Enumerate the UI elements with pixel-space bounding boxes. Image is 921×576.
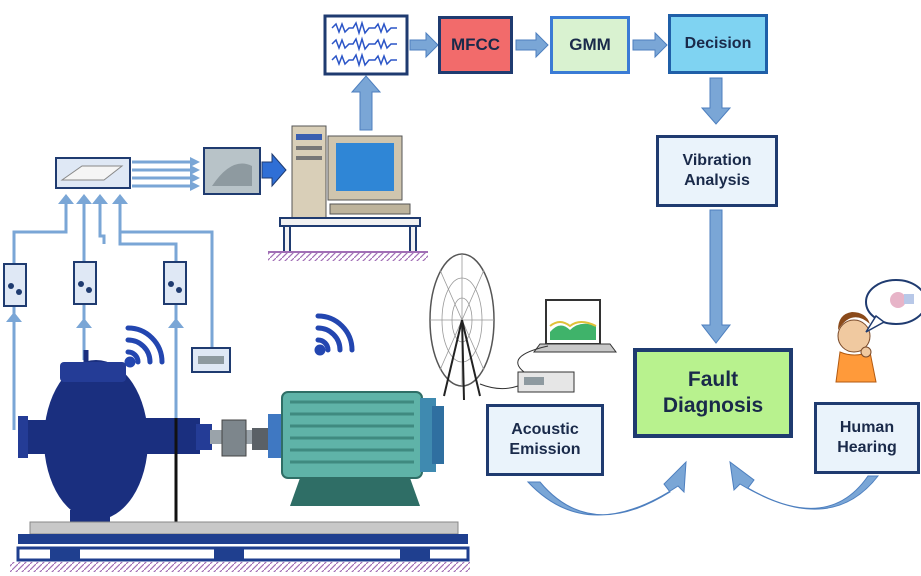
human-hearing-block: Human Hearing — [814, 402, 920, 474]
decision-block: Decision — [668, 14, 768, 74]
fault-diagnosis-block: Fault Diagnosis — [633, 348, 793, 438]
vibration-label-line1: Vibration — [682, 152, 752, 169]
human-label-line2: Hearing — [837, 439, 897, 456]
acoustic-label-line2: Emission — [509, 441, 581, 458]
vibration-analysis-block: Vibration Analysis — [656, 135, 778, 207]
acoustic-label-line1: Acoustic — [511, 421, 579, 438]
signal-conditioners — [3, 261, 231, 373]
curved-arrows — [526, 460, 880, 516]
decision-label: Decision — [684, 35, 752, 52]
machine-base — [10, 521, 470, 572]
acoustic-emission-block: Acoustic Emission — [486, 404, 604, 476]
wireless-signal-icon — [124, 325, 165, 368]
computer-workstation — [268, 125, 428, 261]
data-acquisition-unit — [55, 147, 287, 195]
waveform-signal-display — [323, 14, 409, 76]
listening-person-illustration — [835, 279, 921, 383]
sensor-arrowheads — [6, 194, 184, 328]
laptop-analyzer — [479, 299, 617, 393]
human-label-line1: Human — [839, 419, 895, 436]
gmm-label: GMM — [569, 35, 611, 55]
gmm-block: GMM — [550, 16, 630, 74]
vibration-label-line2: Analysis — [684, 172, 750, 189]
centrifugal-pump — [18, 350, 212, 528]
wireless-signal-icon — [314, 313, 355, 356]
microphone-array-dish — [429, 253, 495, 401]
pipeline-arrows — [350, 31, 732, 344]
mfcc-block: MFCC — [438, 16, 513, 74]
mfcc-label: MFCC — [450, 35, 501, 55]
shaft-coupling — [210, 419, 272, 457]
electric-motor — [268, 391, 444, 506]
fault-label-line2: Diagnosis — [662, 394, 764, 417]
fault-label-line1: Fault — [687, 367, 739, 391]
